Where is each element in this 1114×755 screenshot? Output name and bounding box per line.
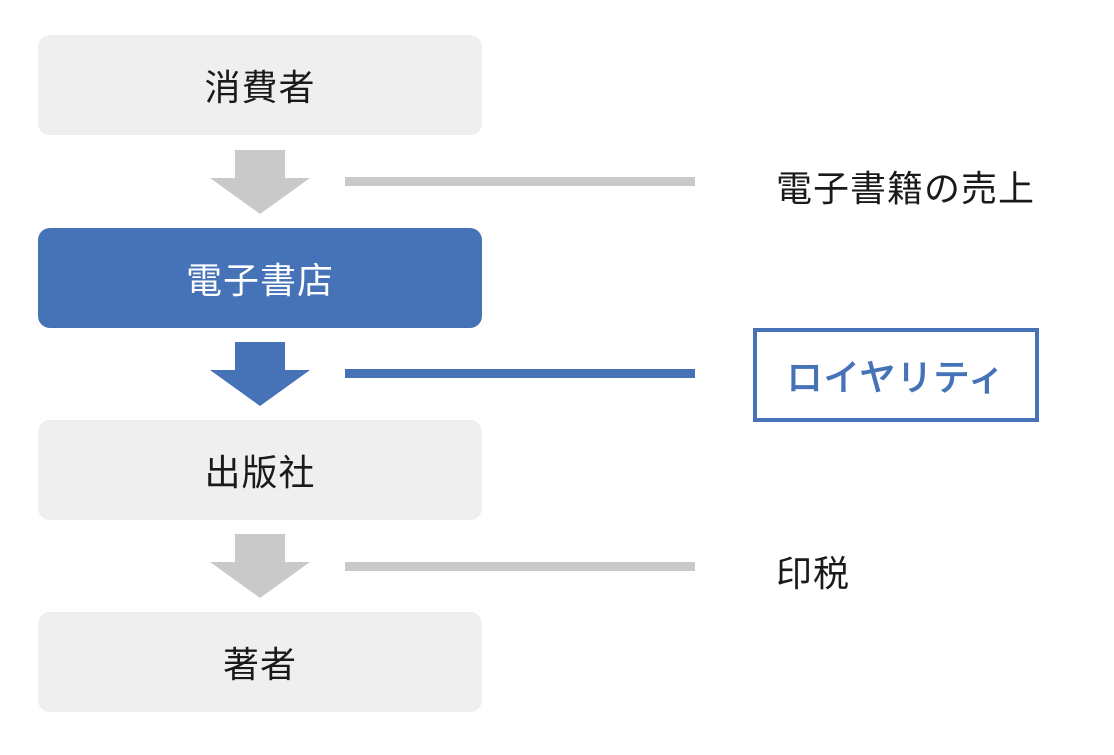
node-ebook-store: 電子書店 [38,228,482,328]
flow-label-royalty: ロイヤリティ [753,328,1039,422]
arrow-down-icon [210,534,310,598]
flow-label-ebook-sales: 電子書籍の売上 [776,169,1036,210]
arrow-down-icon [210,150,310,214]
arrow-down-icon [210,342,310,406]
node-author-label: 著者 [222,645,297,686]
flow-label-royalty-text: ロイヤリティ [786,358,1006,399]
connector-line [345,369,695,378]
node-author: 著者 [38,612,482,712]
node-consumer: 消費者 [38,35,482,135]
node-publisher: 出版社 [38,420,482,520]
node-ebook-store-label: 電子書店 [185,261,334,302]
connector-line [345,177,695,186]
flow-label-royalty-author: 印税 [776,554,851,595]
node-publisher-label: 出版社 [204,453,316,494]
connector-line [345,562,695,571]
node-consumer-label: 消費者 [204,68,316,109]
